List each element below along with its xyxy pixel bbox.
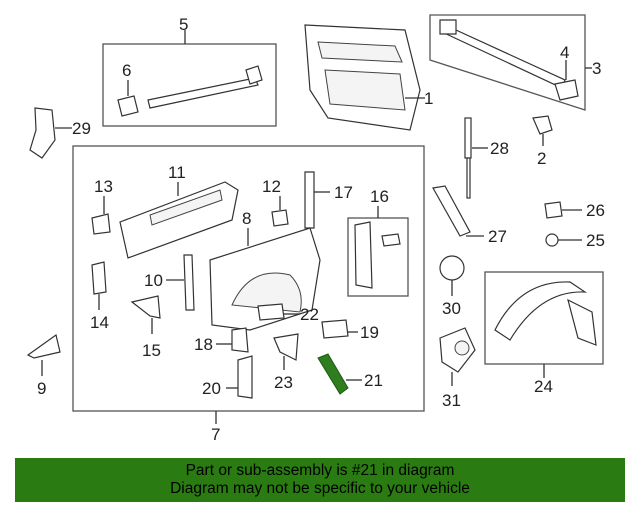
callout-14: 14 xyxy=(90,313,109,332)
callout-6: 6 xyxy=(122,61,131,80)
callout-7: 7 xyxy=(211,425,220,444)
callout-25: 25 xyxy=(586,231,605,250)
hinge-part xyxy=(29,107,72,159)
part-info-banner: Part or sub-assembly is #21 in diagram D… xyxy=(15,458,625,502)
callout-29: 29 xyxy=(72,119,91,138)
callout-16: 16 xyxy=(370,187,389,206)
fuel-cap-part xyxy=(439,255,465,296)
callout-27: 27 xyxy=(488,227,507,246)
callout-5: 5 xyxy=(179,15,188,34)
screw-part xyxy=(545,233,582,247)
callout-30: 30 xyxy=(442,299,461,318)
callout-9: 9 xyxy=(37,379,46,398)
wheel-liner-box xyxy=(484,271,604,378)
callout-3: 3 xyxy=(592,59,601,78)
callout-8: 8 xyxy=(242,209,251,228)
bolt-part xyxy=(532,115,553,146)
callout-22: 22 xyxy=(300,305,319,324)
callout-28: 28 xyxy=(490,139,509,158)
callout-4: 4 xyxy=(560,43,569,62)
callout-20: 20 xyxy=(202,379,221,398)
callout-2: 2 xyxy=(537,149,546,168)
callout-10: 10 xyxy=(144,271,163,290)
callout-31: 31 xyxy=(442,391,461,410)
callout-19: 19 xyxy=(360,323,379,342)
support-strut-part xyxy=(464,117,488,199)
callout-23: 23 xyxy=(274,373,293,392)
callout-12: 12 xyxy=(262,177,281,196)
callout-1: 1 xyxy=(424,89,433,108)
cable-part xyxy=(432,185,484,237)
callout-11: 11 xyxy=(168,163,186,182)
highlighted-part-21 xyxy=(317,353,349,395)
tailgate-part xyxy=(304,24,425,131)
callout-15: 15 xyxy=(142,341,161,360)
callout-26: 26 xyxy=(586,201,605,220)
parts-diagram: 5 6 1 4 3 29 28 2 26 25 27 30 24 31 9 7 … xyxy=(26,14,605,444)
callout-labels: 5 6 1 4 3 29 28 2 26 25 27 30 24 31 9 7 … xyxy=(37,15,605,444)
clip-part xyxy=(544,201,582,219)
callout-18: 18 xyxy=(194,335,213,354)
cap-rail-box xyxy=(429,14,592,111)
callout-24: 24 xyxy=(534,377,553,396)
callout-17: 17 xyxy=(334,183,353,202)
banner-line-1: Part or sub-assembly is #21 in diagram xyxy=(185,462,455,479)
banner-line-2: Diagram may not be specific to your vehi… xyxy=(170,480,470,497)
callout-13: 13 xyxy=(94,177,113,196)
bed-side-box xyxy=(72,145,425,424)
bracket-part xyxy=(26,333,61,376)
rail-kit-box xyxy=(102,30,277,127)
callout-21: 21 xyxy=(364,371,383,390)
fuel-housing-part xyxy=(439,327,476,386)
